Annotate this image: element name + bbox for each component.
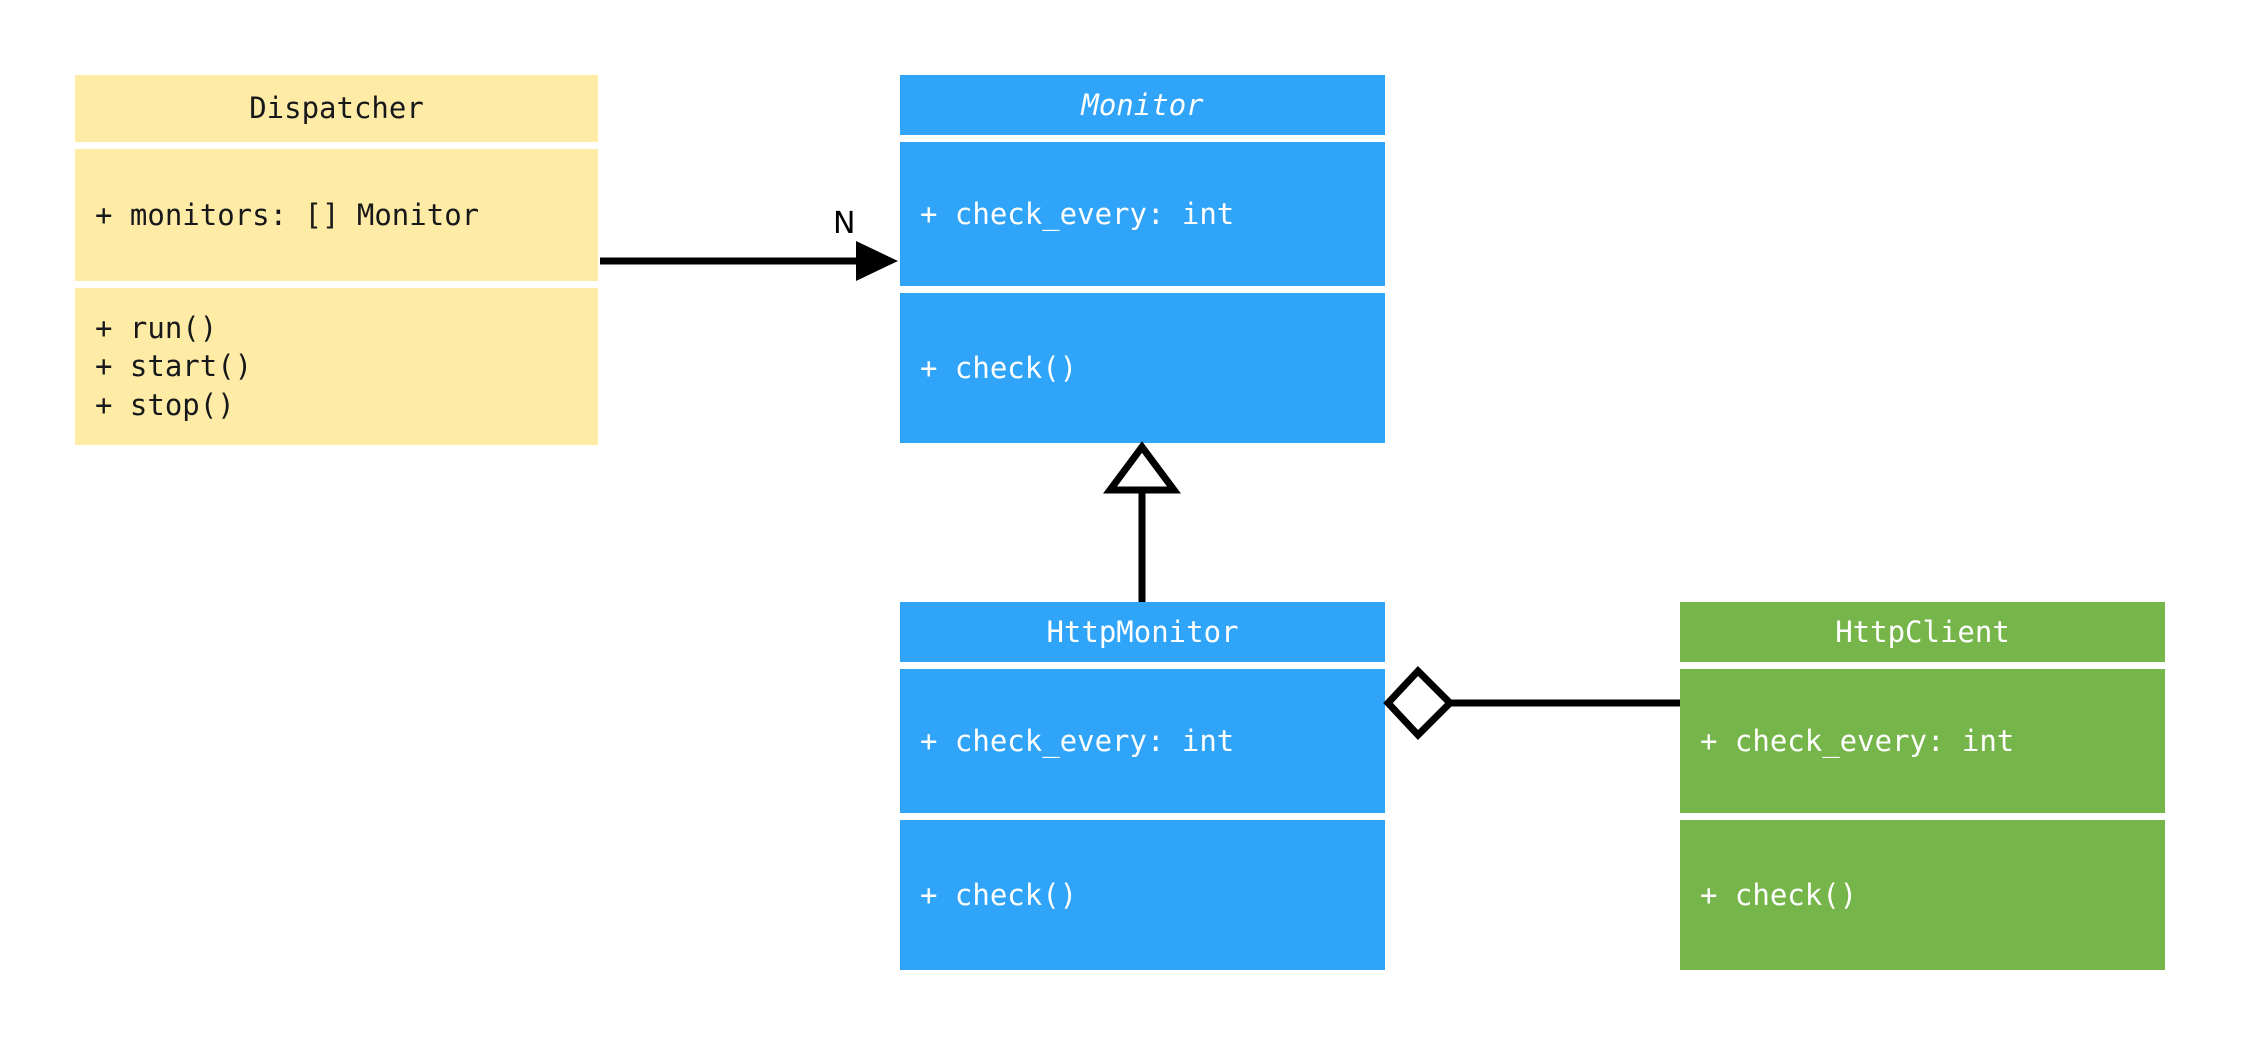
attribute-item: + monitors: [] Monitor (95, 197, 480, 232)
class-name-http-monitor: HttpMonitor (1046, 614, 1239, 649)
hollow-triangle-arrowhead-icon (1103, 441, 1181, 494)
hollow-diamond-icon (1383, 665, 1455, 741)
class-title-compartment: HttpMonitor (900, 602, 1385, 662)
attribute-list: + check_every: int (900, 195, 1385, 233)
method-list: + check() (900, 349, 1385, 387)
class-name-monitor: Monitor (1081, 87, 1204, 122)
method-item: + check() (920, 877, 1078, 912)
class-methods-compartment: + run() + start() + stop() (75, 288, 598, 445)
method-list: + run() + start() + stop() (75, 309, 598, 424)
method-list: + check() (900, 876, 1385, 914)
filled-arrowhead-icon (856, 241, 898, 281)
method-item: + run() (95, 311, 218, 346)
class-name-http-client: HttpClient (1835, 614, 2010, 649)
class-name-dispatcher: Dispatcher (249, 91, 424, 126)
class-title-compartment: HttpClient (1680, 602, 2165, 662)
class-box-monitor[interactable]: Monitor + check_every: int + check() (900, 75, 1385, 443)
attribute-item: + check_every: int (920, 196, 1235, 231)
class-methods-compartment: + check() (900, 293, 1385, 443)
class-box-dispatcher[interactable]: Dispatcher + monitors: [] Monitor + run(… (75, 75, 598, 445)
class-attributes-compartment: + monitors: [] Monitor (75, 149, 598, 281)
attribute-list: + check_every: int (1680, 722, 2165, 760)
attribute-item: + check_every: int (1700, 723, 2015, 758)
class-methods-compartment: + check() (1680, 820, 2165, 970)
method-item: + start() (95, 349, 253, 384)
class-title-compartment: Monitor (900, 75, 1385, 135)
method-list: + check() (1680, 876, 2165, 914)
class-title-compartment: Dispatcher (75, 75, 598, 142)
relation-http-monitor-to-http-client (1383, 665, 1680, 741)
class-attributes-compartment: + check_every: int (900, 669, 1385, 813)
class-attributes-compartment: + check_every: int (1680, 669, 2165, 813)
attribute-item: + check_every: int (920, 723, 1235, 758)
relation-dispatcher-to-monitor (600, 241, 898, 281)
relation-http-monitor-to-monitor (1103, 441, 1181, 602)
class-box-http-client[interactable]: HttpClient + check_every: int + check() (1680, 602, 2165, 970)
relation-label-multiplicity-n: N (833, 206, 856, 241)
attribute-list: + monitors: [] Monitor (75, 196, 598, 234)
class-box-http-monitor[interactable]: HttpMonitor + check_every: int + check() (900, 602, 1385, 970)
class-attributes-compartment: + check_every: int (900, 142, 1385, 286)
method-item: + check() (920, 350, 1078, 385)
method-item: + check() (1700, 877, 1858, 912)
method-item: + stop() (95, 387, 235, 422)
class-methods-compartment: + check() (900, 820, 1385, 970)
attribute-list: + check_every: int (900, 722, 1385, 760)
